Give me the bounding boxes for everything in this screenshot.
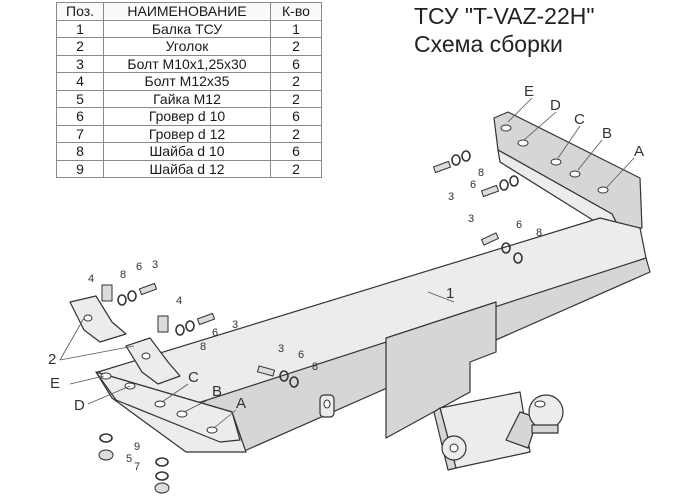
main-beam: [95, 217, 651, 453]
header-pos: Поз.: [56, 2, 104, 21]
label-8: 8: [312, 361, 318, 373]
label-5: 5: [126, 453, 132, 465]
label-e-right: E: [524, 83, 534, 100]
drawing-title: ТСУ "T-VAZ-22H": [414, 3, 595, 29]
row-pos: 9: [56, 159, 104, 178]
label-c-right: C: [574, 111, 585, 128]
row-name: Уголок: [103, 37, 271, 56]
header-name: НАИМЕНОВАНИЕ: [103, 2, 271, 21]
label-7: 7: [134, 461, 140, 473]
label-3: 3: [468, 213, 474, 225]
label-6: 6: [470, 179, 476, 191]
row-name: Шайба d 10: [103, 142, 271, 161]
title-block: ТСУ "T-VAZ-22H" Схема сборки: [414, 2, 595, 58]
right-bracket: [493, 111, 643, 235]
label-d-right: D: [550, 97, 561, 114]
label-8: 8: [536, 227, 542, 239]
label-4: 4: [88, 273, 94, 285]
label-8: 8: [120, 269, 126, 281]
label-6: 6: [516, 219, 522, 231]
label-b-left: B: [212, 383, 222, 400]
row-name: Гайка М12: [103, 89, 271, 108]
table-header-row: Поз. НАИМЕНОВАНИЕ К-во: [56, 2, 322, 21]
label-d-left: D: [74, 397, 85, 414]
left-bracket: [95, 371, 241, 443]
label-3: 3: [448, 191, 454, 203]
header-qty: К-во: [270, 2, 322, 21]
row-qty: 2: [270, 159, 322, 178]
label-2: 2: [48, 351, 56, 368]
label-4: 4: [176, 295, 182, 307]
hardware-set-left: [101, 282, 299, 388]
row-qty: 2: [270, 124, 322, 143]
row-name: Гровер d 12: [103, 124, 271, 143]
drawing-subtitle: Схема сборки: [414, 31, 563, 57]
tow-ball: [433, 391, 564, 471]
angle-bracket-lower: [125, 337, 181, 385]
callout-labels: 1 2 3 3 3 3 3 4 4 5 6 6 6 6 6 7 8 8 8 8 …: [48, 83, 644, 473]
label-9: 9: [134, 441, 140, 453]
label-3: 3: [152, 259, 158, 271]
angle-bracket-upper: [69, 295, 127, 343]
label-c-left: C: [188, 369, 199, 386]
label-6: 6: [136, 261, 142, 273]
label-8: 8: [478, 167, 484, 179]
row-qty: 1: [270, 19, 322, 38]
label-a-right: A: [634, 143, 644, 160]
leader-lines: [59, 97, 635, 429]
row-name: Гровер d 10: [103, 107, 271, 126]
label-3: 3: [278, 343, 284, 355]
row-name: Болт М12х35: [103, 72, 271, 91]
label-6: 6: [212, 327, 218, 339]
row-name: Шайба d 12: [103, 159, 271, 178]
label-e-left: E: [50, 375, 60, 392]
label-6: 6: [298, 349, 304, 361]
label-1: 1: [446, 285, 454, 302]
label-3: 3: [232, 319, 238, 331]
hardware-set-top-right: [432, 150, 523, 264]
hardware-set-bottom: [98, 433, 170, 494]
label-a-left: A: [236, 395, 246, 412]
label-b-right: B: [602, 125, 612, 142]
label-8: 8: [200, 341, 206, 353]
